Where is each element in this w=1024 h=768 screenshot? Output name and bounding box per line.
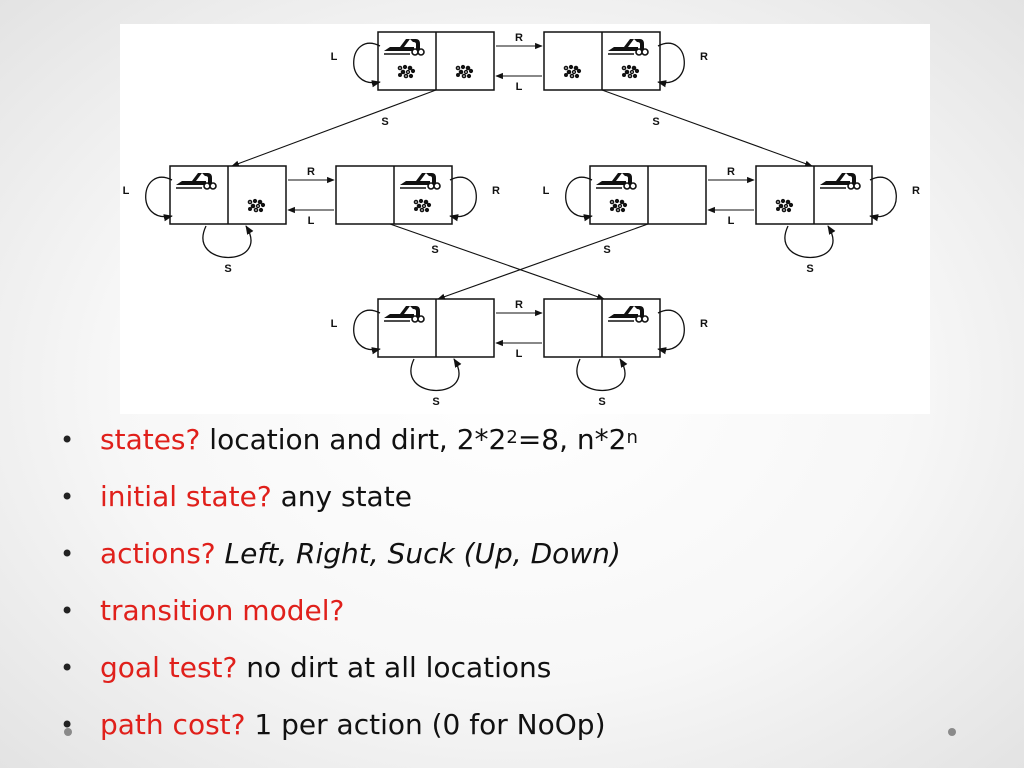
bullet-dot: • (60, 711, 75, 739)
left-self-loop (565, 176, 593, 222)
vacuum-state-graph: R L L R R L L R R L L R R L L R S S S S S S S S (123, 31, 920, 408)
bullet-question: states? (100, 423, 201, 456)
bullet-answer: 1 per action (0 for NoOp) (254, 708, 606, 741)
suck-action-label: S (603, 244, 610, 256)
right-self-loop (869, 176, 897, 222)
bullet-dot: • (60, 483, 75, 511)
bullet-item: • transition model? (56, 589, 956, 646)
right-action-label: R (912, 185, 920, 197)
right-self-loop (449, 176, 477, 222)
suck-transition-arrow (437, 223, 649, 300)
left-action-label: L (543, 185, 550, 197)
left-self-loop (145, 176, 173, 222)
left-self-loop (353, 309, 381, 355)
left-action-label: L (516, 81, 523, 93)
bullet-answer: location and dirt, 2*22=8, n*2n (209, 423, 638, 456)
left-self-loop (353, 42, 381, 88)
right-self-loop (657, 42, 685, 88)
suck-action-label: S (806, 263, 813, 275)
right-action-label: R (515, 299, 523, 311)
bullet-dot: • (60, 426, 75, 454)
right-self-loop (657, 309, 685, 355)
suck-self-loop (202, 225, 254, 259)
bullet-item: • goal test? no dirt at all locations (56, 646, 956, 703)
left-action-label: L (308, 215, 315, 227)
suck-self-loop (784, 225, 836, 259)
bullet-answer: no dirt at all locations (246, 651, 552, 684)
bullet-question: path cost? (100, 708, 246, 741)
bullet-item: • actions? Left, Right, Suck (Up, Down) (56, 532, 956, 589)
bullet-question: actions? (100, 537, 216, 570)
state-space-diagram: R L L R R L L R R L L R R L L R S S S S S S S S (120, 24, 930, 414)
suck-transition-arrow (231, 89, 437, 167)
suck-action-label: S (598, 396, 605, 408)
bullet-item: • initial state? any state (56, 475, 956, 532)
right-action-label: R (492, 185, 500, 197)
suck-action-label: S (432, 396, 439, 408)
bullet-answer: Left, Right, Suck (Up, Down) (224, 537, 621, 570)
right-action-label: R (515, 32, 523, 44)
suck-action-label: S (381, 116, 388, 128)
left-action-label: L (728, 215, 735, 227)
bullet-item: • states? location and dirt, 2*22=8, n*2n (56, 418, 956, 475)
left-action-label: L (331, 318, 338, 330)
suck-self-loop (576, 358, 628, 392)
bullet-question: transition model? (100, 594, 345, 627)
left-action-label: L (516, 348, 523, 360)
right-action-label: R (307, 166, 315, 178)
right-action-label: R (700, 51, 708, 63)
slide-dot-right (948, 728, 956, 736)
suck-self-loop (410, 358, 462, 392)
left-action-label: L (123, 185, 130, 197)
bullet-question: initial state? (100, 480, 272, 513)
suck-action-label: S (224, 263, 231, 275)
suck-action-label: S (431, 244, 438, 256)
bullet-answer: any state (280, 480, 412, 513)
suck-action-label: S (652, 116, 659, 128)
bullet-dot: • (60, 597, 75, 625)
right-action-label: R (727, 166, 735, 178)
left-action-label: L (331, 51, 338, 63)
bullet-dot: • (60, 654, 75, 682)
suck-transition-arrow (601, 89, 813, 167)
bullet-item: • path cost? 1 per action (0 for NoOp) (56, 703, 956, 760)
suck-transition-arrow (389, 223, 605, 300)
slide-dot-left (64, 728, 72, 736)
bullet-dot: • (60, 540, 75, 568)
bullet-question: goal test? (100, 651, 238, 684)
bullet-list: • states? location and dirt, 2*22=8, n*2n… (56, 418, 956, 760)
right-action-label: R (700, 318, 708, 330)
